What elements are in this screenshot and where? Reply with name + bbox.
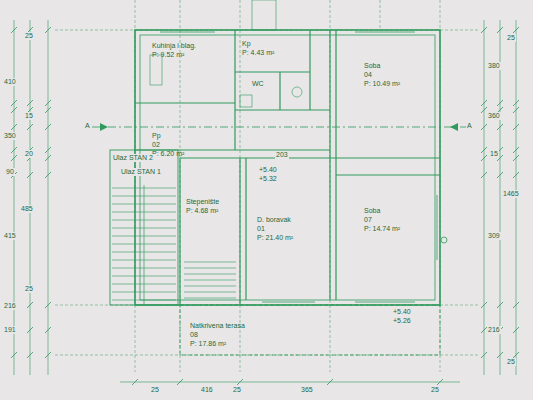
room-label: WC (250, 78, 266, 89)
dimension: 415 (3, 232, 17, 240)
room-name: Soba (364, 61, 400, 70)
room-name: Pp (152, 131, 184, 140)
dimension: 380 (487, 62, 501, 70)
room-name: Kp (242, 39, 274, 48)
dimension: 203 (275, 151, 289, 159)
level-mark: +5.26 (392, 317, 412, 325)
room-label: Natkrivena terasa08P: 17.86 m² (188, 320, 247, 349)
dimension: 410 (3, 78, 17, 86)
room-data: P: 4.68 m² (186, 206, 219, 215)
entrance-label: Ulaz STAN 2 (112, 154, 154, 162)
dimension: 25 (232, 386, 242, 394)
dimension: 216 (3, 302, 17, 310)
room-label: Kuhinja i blag.P: 9.52 m² (150, 40, 198, 60)
dimension: 350 (3, 132, 17, 140)
dimension: 485 (20, 205, 34, 213)
room-data: 04 (364, 70, 400, 79)
dimension: 360 (487, 112, 501, 120)
dimension: 25 (430, 386, 440, 394)
room-data: 08 (190, 330, 245, 339)
room-data: P: 4.43 m² (242, 48, 274, 57)
section-marker: A (84, 122, 91, 130)
dimension: 191 (3, 326, 17, 334)
level-mark: +5.40 (258, 166, 278, 174)
room-label: Soba07P: 14.74 m² (362, 205, 402, 234)
entrance-label: Ulaz STAN 1 (120, 168, 162, 176)
room-name: Soba (364, 206, 400, 215)
dimension: 25 (506, 34, 516, 42)
room-name: WC (252, 79, 264, 88)
room-name: Kuhinja i blag. (152, 41, 196, 50)
dimension: 15 (24, 112, 34, 120)
level-mark: +5.40 (392, 308, 412, 316)
dimension: 365 (300, 386, 314, 394)
room-label: Soba04P: 10.49 m² (362, 60, 402, 89)
room-data: P: 10.49 m² (364, 79, 400, 88)
room-name: D. boravak (257, 215, 293, 224)
dimension: 25 (24, 285, 34, 293)
room-label: KpP: 4.43 m² (240, 38, 276, 58)
dimension: 25 (24, 32, 34, 40)
room-label: Pp02P: 6.20 m² (150, 130, 186, 159)
dimension: 20 (24, 150, 34, 158)
dimension: 15 (489, 150, 499, 158)
room-label: D. boravak01P: 21.40 m² (255, 214, 295, 243)
room-name: Natkrivena terasa (190, 321, 245, 330)
dimension: 309 (487, 232, 501, 240)
room-data: 02 (152, 140, 184, 149)
room-data: P: 9.52 m² (152, 50, 196, 59)
room-data: P: 17.86 m² (190, 339, 245, 348)
room-data: 01 (257, 224, 293, 233)
section-marker: A (466, 122, 473, 130)
room-data: P: 6.20 m² (152, 149, 184, 158)
walls (11, 0, 519, 385)
level-mark: +5.32 (258, 175, 278, 183)
dimension: 1465 (502, 190, 520, 198)
room-label: StepeništeP: 4.68 m² (184, 196, 221, 216)
dimension: 90 (5, 168, 15, 176)
room-data: P: 14.74 m² (364, 224, 400, 233)
dimension: 25 (506, 358, 516, 366)
dimension: 25 (150, 386, 160, 394)
dimension: 216 (487, 326, 501, 334)
room-data: 07 (364, 215, 400, 224)
room-name: Stepenište (186, 197, 219, 206)
room-data: P: 21.40 m² (257, 233, 293, 242)
dimension: 416 (200, 386, 214, 394)
